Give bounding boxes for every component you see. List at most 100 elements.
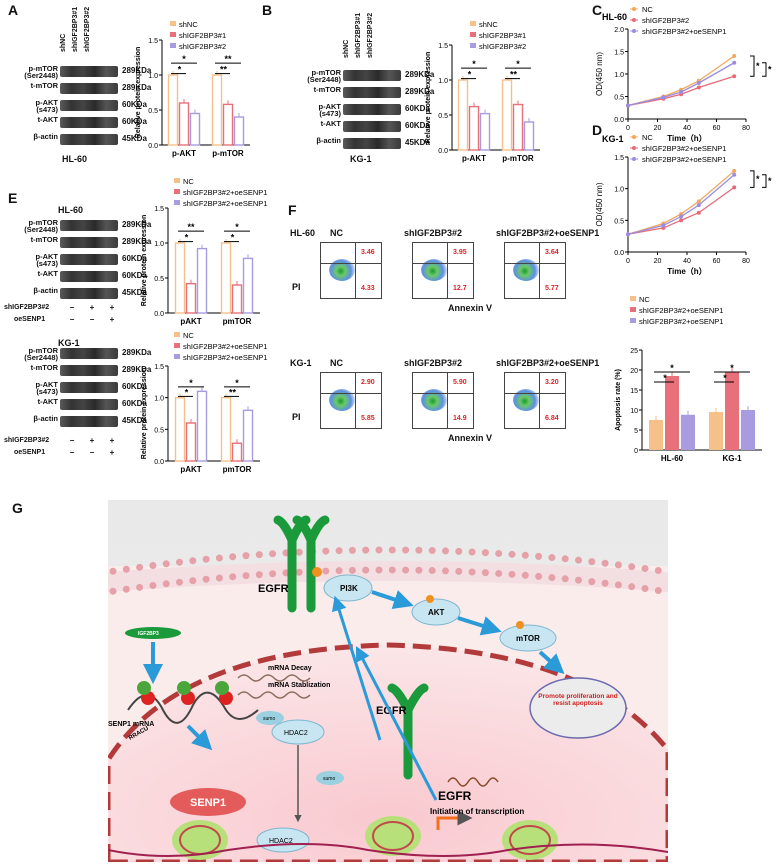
y-axis-label: Relative protein expression — [135, 47, 142, 138]
blot-band — [343, 87, 401, 98]
lipid-head — [548, 574, 556, 582]
bar-fill — [709, 412, 723, 450]
lipid-head — [388, 546, 396, 554]
senp1-node — [170, 788, 246, 816]
y-tick-label: 1.5 — [614, 50, 624, 57]
legend-marker — [632, 7, 636, 11]
kda-label: 60KDa — [405, 121, 430, 130]
legend-label: shIGF2BP3#2+oeSENP1 — [183, 342, 267, 351]
treatment-signs: −−+ — [69, 315, 115, 324]
blot-row-label: p-mTOR (Ser2448) — [307, 68, 341, 84]
bar — [231, 284, 243, 314]
cell-line-label: HL-60 — [290, 228, 316, 238]
cell-line-label: HL-60 — [62, 154, 88, 164]
sig-star: * — [178, 65, 182, 75]
x-tick-label: 20 — [654, 125, 662, 132]
sig-star: * — [756, 61, 760, 71]
treatment-signs: −++ — [69, 303, 115, 312]
cell-line-label: KG-1 — [290, 358, 312, 368]
outcome-node — [529, 677, 627, 739]
panel-label-g: G — [12, 500, 23, 516]
upper-right-percent: 3.64 — [545, 249, 559, 256]
lower-right-percent: 14.9 — [453, 415, 467, 422]
pi3k-node — [323, 574, 373, 602]
mrna-decay-label: mRNA Decay — [268, 665, 312, 672]
x-tick-label: p-mTOR — [502, 154, 534, 163]
legend-label: shNC — [479, 20, 498, 29]
facs-column-label: NC — [330, 358, 343, 368]
m6a-marks — [137, 681, 233, 705]
facs-column-label: shIGF2BP3#2+oeSENP1 — [496, 358, 600, 368]
blot-band — [343, 70, 401, 81]
lipid-head — [455, 567, 463, 575]
hdac2-node — [271, 719, 325, 745]
kda-label: 45KDa — [122, 288, 147, 297]
blot-row-label: t-mTOR — [30, 363, 58, 372]
bar — [167, 74, 179, 146]
bar — [501, 79, 513, 151]
x-tick-label: pAKT — [180, 465, 201, 474]
blot-band — [60, 271, 118, 282]
lipid-head — [375, 546, 383, 554]
sumo-label-2: sumo — [323, 776, 335, 782]
lipid-head — [162, 580, 170, 588]
sig-star: * — [235, 378, 239, 388]
facs-column-label: NC — [330, 228, 343, 238]
lipid-head — [521, 551, 529, 559]
lipid-head — [348, 546, 356, 554]
lipid-head — [136, 563, 144, 571]
upper-right-percent: 2.90 — [361, 379, 375, 386]
sumo-node — [256, 711, 284, 725]
cell-population — [329, 259, 355, 281]
blot-row-label: p-mTOR (Ser2448) — [24, 218, 58, 234]
legend-marker — [632, 146, 636, 150]
facs-column-label: shIGF2BP3#2+oeSENP1 — [496, 228, 600, 238]
lipid-head — [628, 583, 636, 591]
lipid-head — [189, 557, 197, 565]
lipid-head — [548, 554, 556, 562]
blot-band — [60, 382, 118, 393]
y-tick-label: 1.0 — [148, 73, 158, 80]
lipid-head — [335, 567, 343, 575]
data-point — [732, 172, 737, 177]
legend-swatch — [174, 189, 180, 194]
sig-star: * — [768, 65, 772, 75]
sig-star: ** — [229, 387, 237, 397]
lipid-head — [442, 567, 449, 575]
sumo-label: sumo — [263, 716, 275, 722]
lipid-head — [641, 585, 649, 593]
kda-label: 289KDa — [405, 70, 435, 79]
sig-star: * — [723, 373, 727, 383]
x-tick-label: KG-1 — [722, 454, 742, 463]
bar — [222, 103, 234, 146]
lipid-head — [628, 563, 636, 571]
bar — [211, 74, 223, 146]
data-point — [732, 185, 737, 190]
blot-band — [60, 220, 118, 231]
legend-label: shIGF2BP3#2 — [479, 42, 526, 51]
legend-label: shIGF2BP3#2+oeSENP1 — [183, 188, 267, 197]
data-point — [661, 95, 666, 100]
sig-star: * — [182, 54, 186, 64]
lipid-head — [521, 571, 529, 579]
cell-population — [513, 259, 539, 281]
egfr-icon — [387, 683, 429, 780]
lipid-head — [415, 566, 423, 574]
bar — [185, 282, 197, 314]
y-tick-label: 1.0 — [614, 72, 624, 79]
x-axis-label: Time（h） — [667, 266, 706, 276]
blot-band — [60, 416, 118, 427]
bar — [242, 409, 254, 462]
blot-band — [60, 348, 118, 359]
y-tick-label: 0.5 — [154, 276, 164, 283]
bar — [178, 102, 190, 146]
treatment-signs: −++ — [69, 436, 115, 445]
blot-band — [60, 134, 118, 145]
legend-marker — [632, 29, 636, 33]
kda-label: 45KDa — [122, 134, 147, 143]
blot-row-label: t-mTOR — [30, 81, 58, 90]
x-tick-label: pmTOR — [223, 465, 252, 474]
sig-star: * — [189, 378, 193, 388]
kda-label: 60KDa — [122, 271, 147, 280]
bar — [196, 247, 208, 314]
